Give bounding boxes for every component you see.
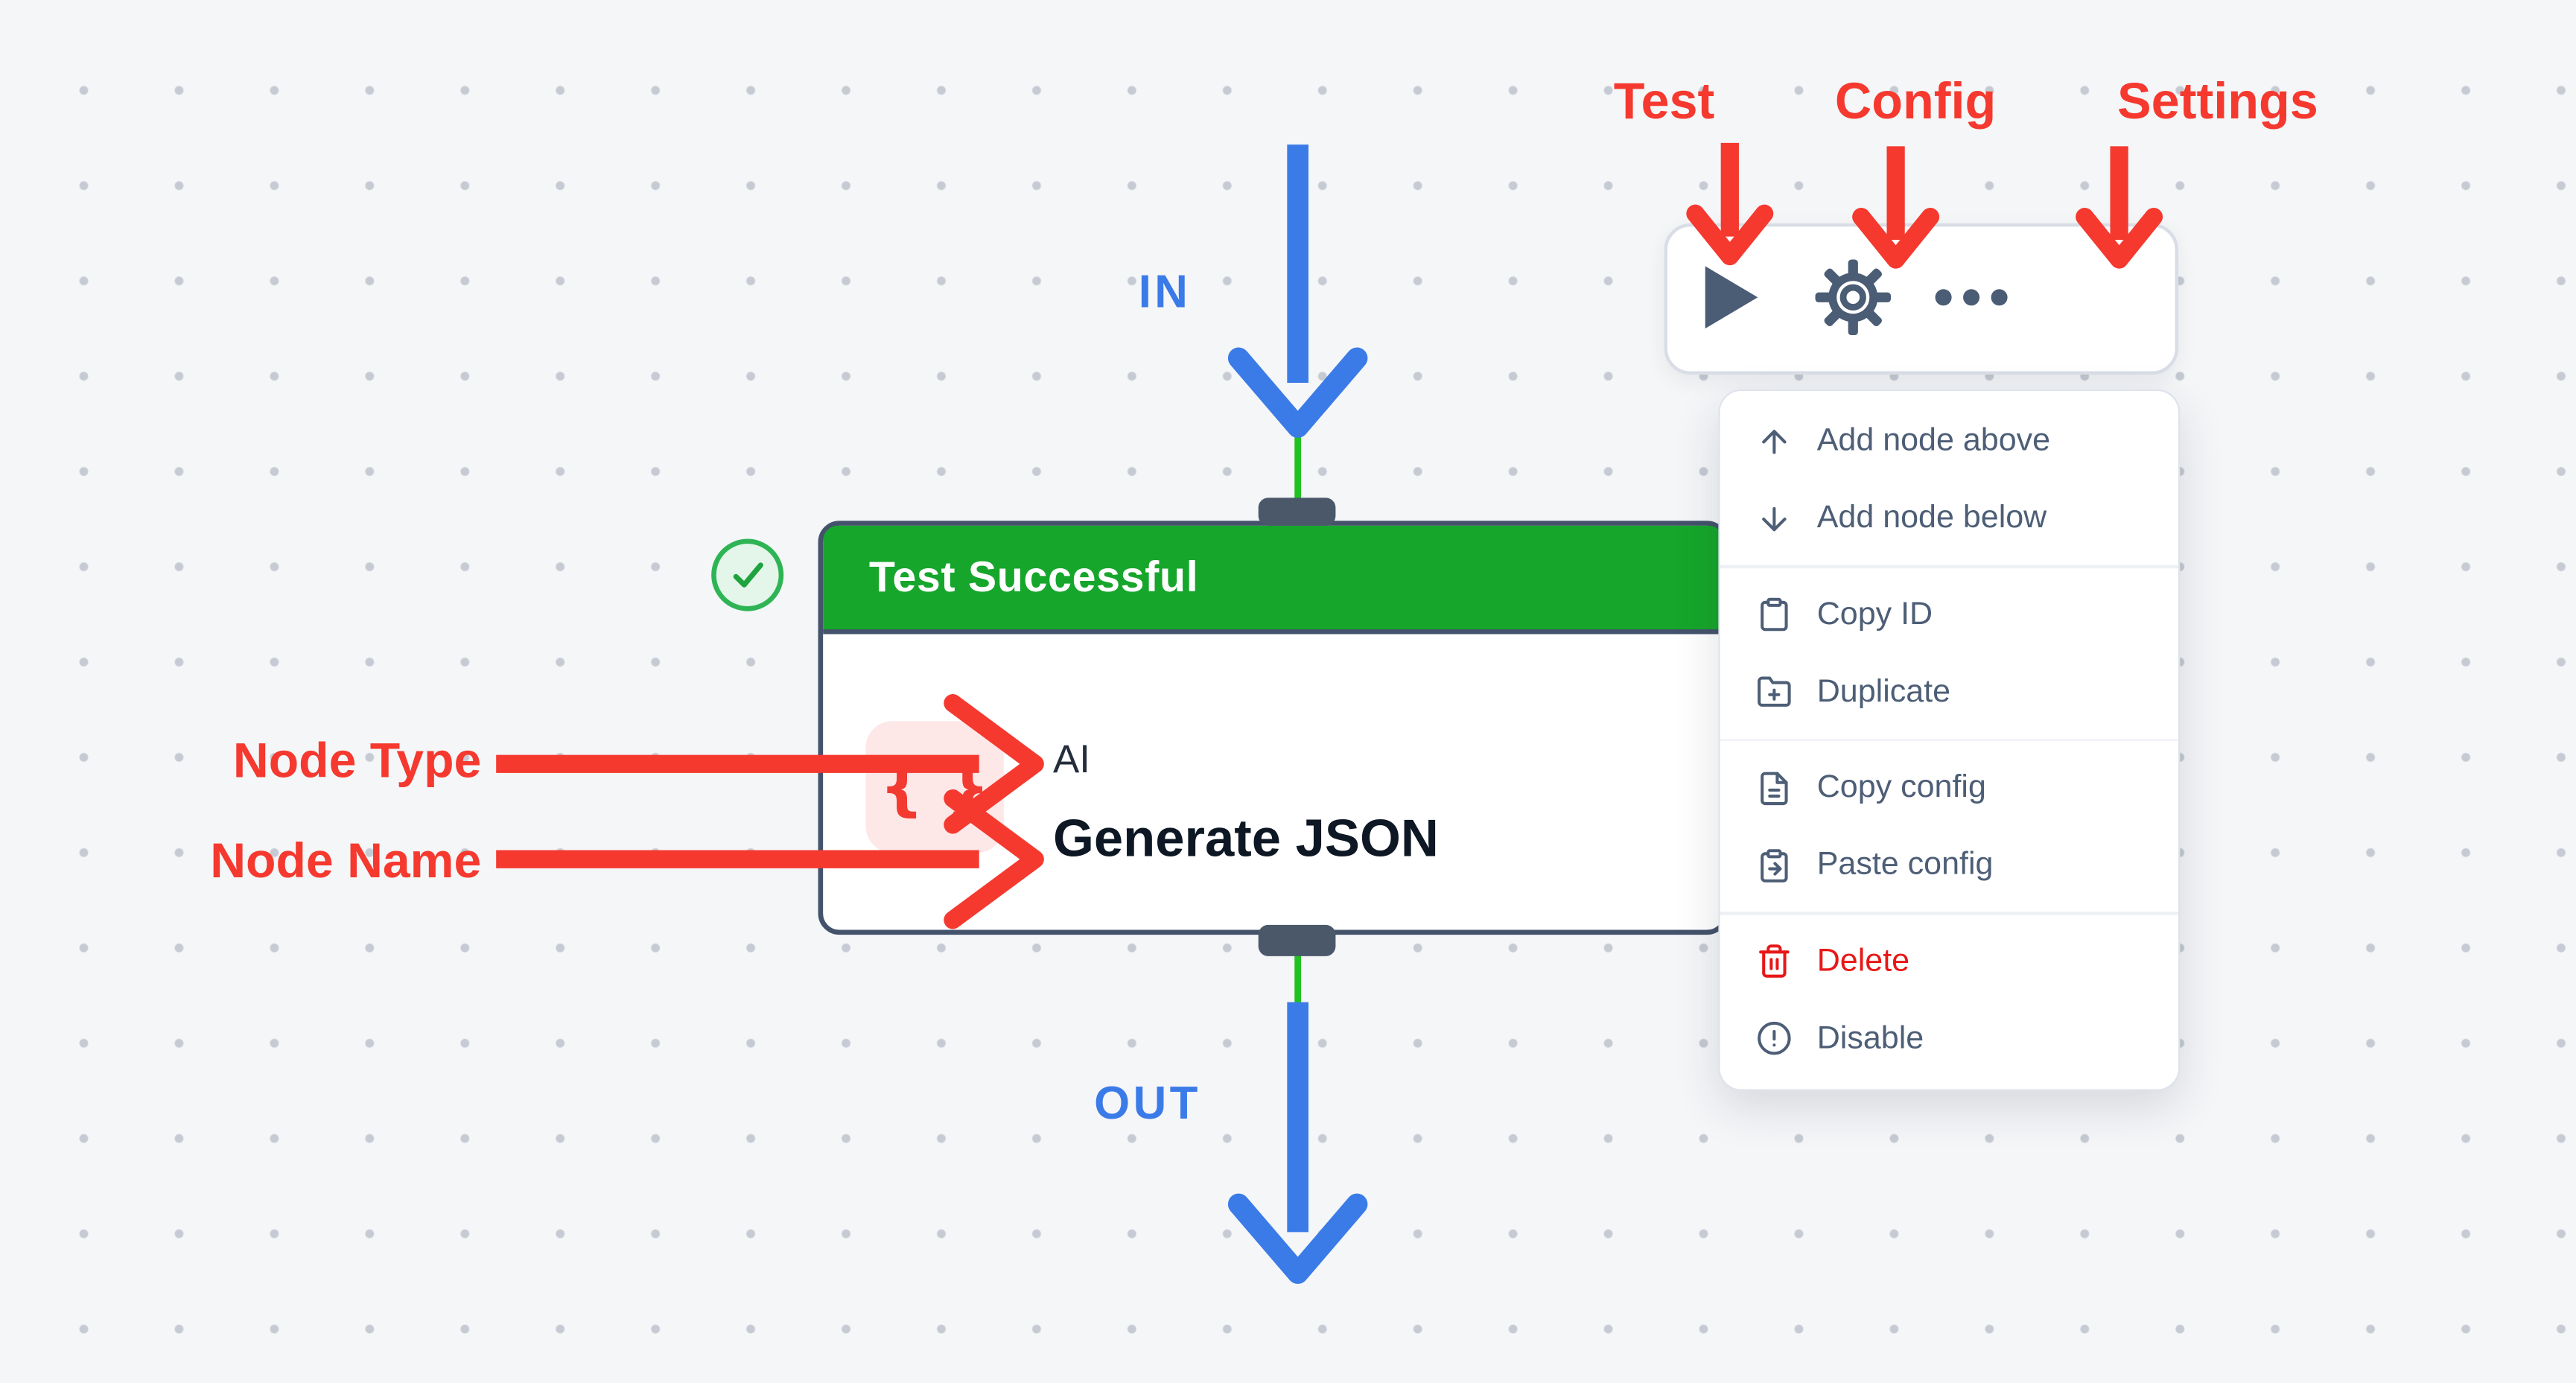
- node-status-header: Test Successful: [823, 525, 1723, 635]
- run-test-button[interactable]: [1705, 266, 1758, 329]
- test-success-badge: [711, 538, 784, 611]
- callout-arrow-settings: [2076, 146, 2163, 269]
- callout-settings: Settings: [2117, 72, 2318, 130]
- menu-item-label: Delete: [1816, 942, 1910, 979]
- arrow-down-icon: [1762, 506, 1787, 531]
- callout-arrow-test: [1686, 142, 1774, 266]
- out-label: OUT: [1094, 1078, 1201, 1129]
- flow-out-arrow: [1227, 1002, 1368, 1284]
- menu-item-add-node-above[interactable]: Add node above: [1720, 402, 2178, 480]
- node-context-menu: Add node above Add node below Copy ID Du…: [1718, 389, 2181, 1090]
- node-toolbar: [1664, 223, 2179, 375]
- more-options-button[interactable]: [1935, 289, 2008, 306]
- callout-node-type: Node Type: [232, 734, 482, 789]
- menu-item-label: Add node below: [1816, 499, 2047, 536]
- clipboard-icon: [1761, 597, 1788, 632]
- node-type-label: AI: [1052, 737, 1091, 783]
- menu-item-add-node-below[interactable]: Add node below: [1720, 480, 2178, 557]
- menu-item-copy-id[interactable]: Copy ID: [1720, 576, 2178, 653]
- menu-item-copy-config[interactable]: Copy config: [1720, 749, 2178, 827]
- node-status-text: Test Successful: [868, 552, 1199, 602]
- menu-divider: [1720, 738, 2179, 741]
- gear-icon[interactable]: [1813, 258, 1892, 337]
- callout-arrow-node-name: [496, 789, 1044, 929]
- callout-node-name: Node Name: [210, 834, 482, 889]
- callout-arrow-node-type: [496, 693, 1044, 834]
- menu-item-delete[interactable]: Delete: [1720, 923, 2178, 1000]
- file-text-icon: [1761, 771, 1788, 804]
- edge-out-segment: [1294, 943, 1302, 1009]
- menu-item-duplicate[interactable]: Duplicate: [1720, 653, 2178, 731]
- trash-icon: [1759, 944, 1790, 978]
- arrow-up-icon: [1762, 429, 1787, 454]
- node-type-tile: { }: [865, 721, 1004, 853]
- flow-in-arrow: [1227, 144, 1368, 438]
- input-port-handle[interactable]: [1258, 497, 1336, 526]
- menu-item-label: Copy ID: [1816, 595, 1933, 632]
- menu-item-label: Add node above: [1816, 422, 2051, 459]
- menu-item-label: Copy config: [1816, 769, 1986, 805]
- edge-in-segment: [1294, 420, 1302, 523]
- folder-plus-icon: [1758, 676, 1791, 707]
- output-port-handle[interactable]: [1258, 924, 1336, 956]
- menu-divider: [1720, 565, 2179, 568]
- menu-item-label: Paste config: [1816, 846, 1994, 883]
- in-label: IN: [1138, 266, 1192, 317]
- check-icon: [733, 562, 763, 588]
- menu-item-disable[interactable]: Disable: [1720, 999, 2178, 1077]
- menu-item-label: Disable: [1816, 1019, 1924, 1056]
- callout-test: Test: [1613, 72, 1715, 130]
- menu-item-label: Duplicate: [1816, 673, 1951, 709]
- alert-circle-icon: [1758, 1021, 1791, 1055]
- clipboard-paste-icon: [1761, 848, 1788, 882]
- menu-item-paste-config[interactable]: Paste config: [1720, 827, 2178, 904]
- menu-divider: [1720, 912, 2179, 915]
- node-name-label: Generate JSON: [1052, 808, 1439, 868]
- callout-config: Config: [1834, 72, 1997, 130]
- callout-arrow-config: [1852, 146, 1940, 269]
